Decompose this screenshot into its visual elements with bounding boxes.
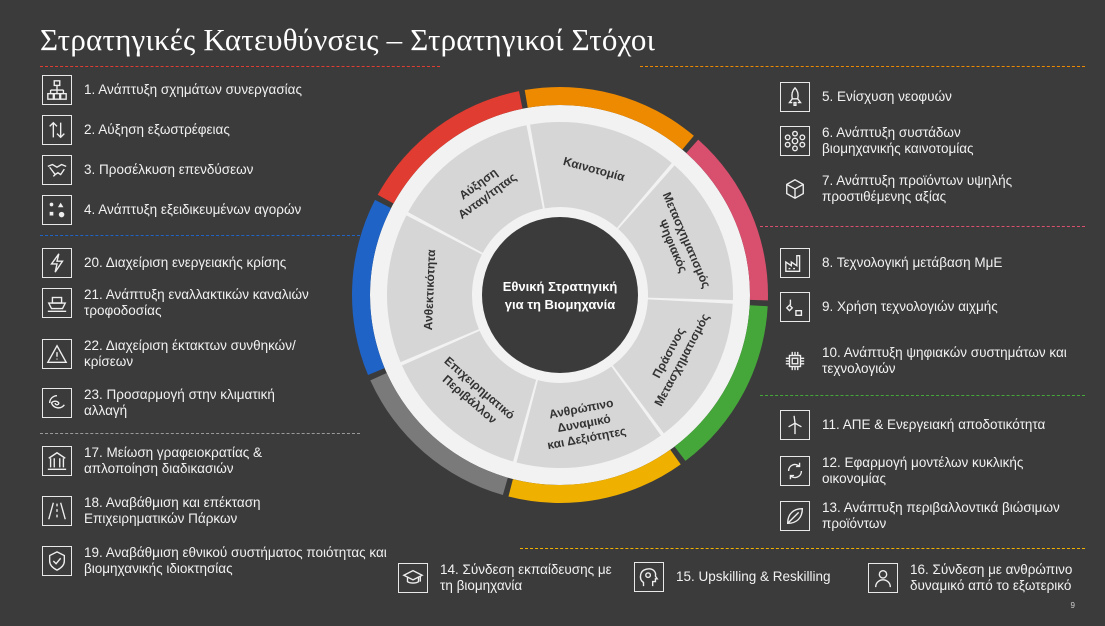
cluster-icon [780, 126, 810, 156]
goal-12: 12. Εφαρμογή μοντέλων κυκλικής οικονομία… [780, 455, 1072, 487]
goal-1: 1. Ανάπτυξη σχημάτων συνεργασίας [42, 75, 344, 105]
goal-label: 13. Ανάπτυξη περιβαλλοντικά βιώσιμων προ… [822, 500, 1060, 531]
government-building-icon [42, 446, 72, 476]
wheel-color-arc [377, 91, 523, 204]
tech-shapes-icon [780, 292, 810, 322]
handshake-icon [42, 155, 72, 185]
wheel-segment [618, 165, 733, 301]
goal-label: 6. Ανάπτυξη συστάδων βιομηχανικής καινοτ… [822, 125, 974, 156]
goal-5: 5. Ενίσχυση νεοφυών [780, 82, 1082, 112]
page-number: 9 [1070, 601, 1075, 610]
goal-20: 20. Διαχείριση ενεργειακής κρίσης [42, 248, 344, 278]
goal-label: 18. Αναβάθμιση και επέκταση Επιχειρηματι… [84, 495, 261, 526]
wheel-color-arc [524, 87, 694, 150]
goal-label: 9. Χρήση τεχνολογιών αιχμής [822, 299, 998, 314]
goal-label: 15. Upskilling & Reskilling [676, 569, 831, 584]
goal-4: 4. Ανάπτυξη εξειδικευμένων αγορών [42, 195, 344, 225]
goal-label: 5. Ενίσχυση νεοφυών [822, 89, 952, 104]
goal-7: 7. Ανάπτυξη προϊόντων υψηλής προστιθέμεν… [780, 173, 1052, 205]
goal-21: 21. Ανάπτυξη εναλλακτικών καναλιών τροφο… [42, 287, 314, 319]
cargo-ship-icon [42, 288, 72, 318]
goal-label: 21. Ανάπτυξη εναλλακτικών καναλιών τροφο… [84, 287, 309, 318]
goal-16: 16. Σύνδεση με ανθρώπινο δυναμικό από το… [868, 562, 1105, 594]
goal-label: 19. Αναβάθμιση εθνικού συστήματος ποιότη… [84, 545, 387, 576]
wheel-segment-label: Ανθεκτικότητα [421, 249, 438, 331]
goal-14: 14. Σύνδεση εκπαίδευσης με τη βιομηχανία [398, 562, 620, 594]
goal-label: 12. Εφαρμογή μοντέλων κυκλικής οικονομία… [822, 455, 1024, 486]
goal-17: 17. Μείωση γραφειοκρατίας & απλοποίηση δ… [42, 445, 314, 477]
wheel-segment [612, 299, 733, 434]
circular-arrows-icon [780, 456, 810, 486]
shield-check-icon [42, 546, 72, 576]
rocket-icon [780, 82, 810, 112]
goal-6: 6. Ανάπτυξη συστάδων βιομηχανικής καινοτ… [780, 125, 1032, 157]
goal-8: 8. Τεχνολογική μετάβαση ΜμΕ [780, 248, 1082, 278]
goal-23: 23. Προσαρμογή στην κλιματική αλλαγή [42, 387, 314, 419]
lightning-icon [42, 248, 72, 278]
goal-label: 10. Ανάπτυξη ψηφιακών συστημάτων και τεχ… [822, 345, 1067, 376]
page-title: Στρατηγικές Κατευθύνσεις – Στρατηγικοί Σ… [40, 22, 656, 57]
wheel-segment [530, 122, 672, 228]
separator-blue [40, 235, 360, 236]
goal-label: 23. Προσαρμογή στην κλιματική αλλαγή [84, 387, 275, 418]
goal-18: 18. Αναβάθμιση και επέκταση Επιχειρηματι… [42, 495, 324, 527]
wind-turbine-icon [780, 410, 810, 440]
leaf-icon [780, 501, 810, 531]
goal-label: 2. Αύξηση εξωστρέφειας [84, 122, 230, 137]
goal-label: 16. Σύνδεση με ανθρώπινο δυναμικό από το… [910, 562, 1073, 593]
factory-icon [780, 248, 810, 278]
head-gears-icon [634, 562, 664, 592]
goal-label: 14. Σύνδεση εκπαίδευσης με τη βιομηχανία [440, 562, 612, 593]
org-chart-icon [42, 75, 72, 105]
goal-label: 1. Ανάπτυξη σχημάτων συνεργασίας [84, 82, 302, 97]
person-icon [868, 563, 898, 593]
hurricane-icon [42, 388, 72, 418]
goal-label: 17. Μείωση γραφειοκρατίας & απλοποίηση δ… [84, 445, 263, 476]
wheel-color-arc [674, 305, 768, 461]
wheel-segment [408, 125, 543, 253]
wheel-segment [387, 215, 482, 363]
goal-label: 7. Ανάπτυξη προϊόντων υψηλής προστιθέμεν… [822, 173, 1013, 204]
goal-label: 22. Διαχείριση έκτακτων συνθηκών/ κρίσεω… [84, 338, 296, 369]
separator-orange [640, 66, 1085, 67]
warning-icon [42, 339, 72, 369]
goal-19: 19. Αναβάθμιση εθνικού συστήματος ποιότη… [42, 545, 394, 577]
wheel-color-arc [352, 199, 392, 376]
wheel-segment [516, 366, 661, 468]
goal-11: 11. ΑΠΕ & Ενεργειακή αποδοτικότητα [780, 410, 1092, 440]
goal-label: 3. Προσέλκυση επενδύσεων [84, 162, 254, 177]
market-shapes-icon [42, 195, 72, 225]
strategy-wheel: ΑύξησηΑνταγ/τηταςΚαινοτομίαΜετασχηματισμ… [352, 87, 768, 503]
separator-pink [760, 226, 1085, 227]
goal-label: 8. Τεχνολογική μετάβαση ΜμΕ [822, 255, 1003, 270]
goal-label: 20. Διαχείριση ενεργειακής κρίσης [84, 255, 287, 270]
wheel-segment [401, 330, 537, 462]
cube-icon [780, 174, 810, 204]
separator-gray [40, 433, 360, 434]
goal-label: 11. ΑΠΕ & Ενεργειακή αποδοτικότητα [822, 417, 1046, 432]
goal-9: 9. Χρήση τεχνολογιών αιχμής [780, 292, 1082, 322]
wheel-color-arc [370, 372, 508, 495]
separator-yellow [520, 548, 1085, 549]
separator-red [40, 66, 440, 67]
chip-icon [780, 346, 810, 376]
goal-15: 15. Upskilling & Reskilling [634, 562, 856, 592]
wheel-color-arc [508, 449, 681, 503]
goal-2: 2. Αύξηση εξωστρέφειας [42, 115, 344, 145]
goal-22: 22. Διαχείριση έκτακτων συνθηκών/ κρίσεω… [42, 338, 324, 370]
wheel-color-arc [686, 139, 768, 301]
goal-3: 3. Προσέλκυση επενδύσεων [42, 155, 344, 185]
goal-label: 4. Ανάπτυξη εξειδικευμένων αγορών [84, 202, 302, 217]
wheel-center [482, 217, 638, 373]
up-down-arrows-icon [42, 115, 72, 145]
separator-green [760, 395, 1085, 396]
goal-13: 13. Ανάπτυξη περιβαλλοντικά βιώσιμων προ… [780, 500, 1082, 532]
goal-10: 10. Ανάπτυξη ψηφιακών συστημάτων και τεχ… [780, 345, 1092, 377]
graduation-cap-icon [398, 563, 428, 593]
road-icon [42, 496, 72, 526]
